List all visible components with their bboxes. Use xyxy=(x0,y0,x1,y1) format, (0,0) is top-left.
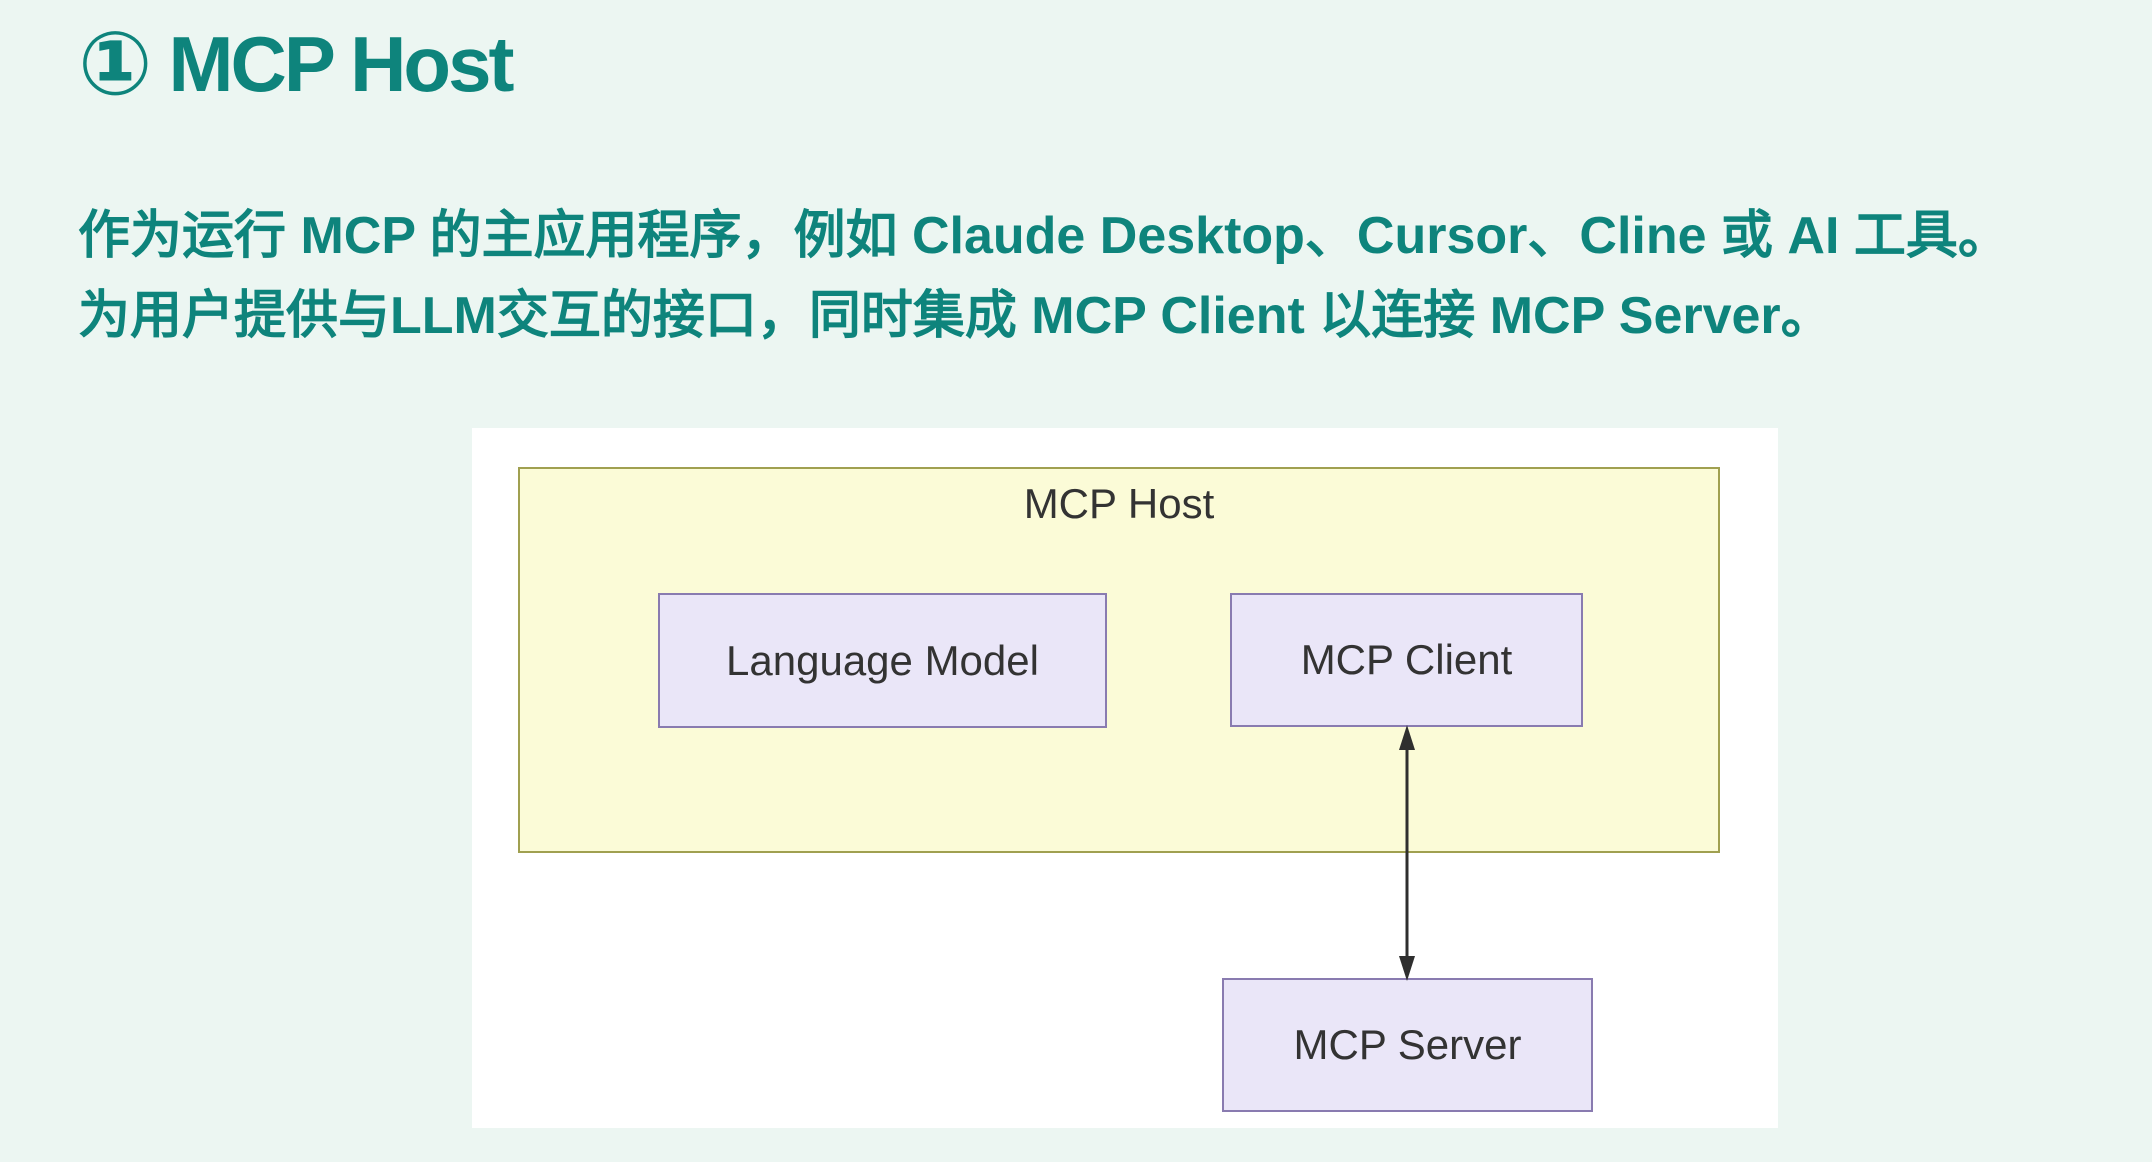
node-language-model: Language Model xyxy=(658,593,1107,728)
description-line-2: 为用户提供与LLM交互的接口，同时集成 MCP Client 以连接 MCP S… xyxy=(78,287,1833,345)
node-language-model-label: Language Model xyxy=(726,636,1039,684)
description-line-1: 作为运行 MCP 的主应用程序，例如 Claude Desktop、Cursor… xyxy=(78,207,2010,265)
node-mcp-client: MCP Client xyxy=(1230,593,1583,727)
page-title: ① MCP Host xyxy=(78,14,515,113)
mcp-host-container-label: MCP Host xyxy=(1023,480,1215,527)
node-mcp-server-label: MCP Server xyxy=(1293,1021,1522,1068)
arrowhead-down-icon xyxy=(1399,956,1415,981)
node-mcp-client-label: MCP Client xyxy=(1300,636,1513,683)
node-mcp-server: MCP Server xyxy=(1222,978,1593,1112)
circled-number-icon: ① xyxy=(78,14,153,113)
description-paragraph: 作为运行 MCP 的主应用程序，例如 Claude Desktop、Cursor… xyxy=(78,196,2098,356)
bidirectional-arrow xyxy=(1399,725,1415,981)
arrowhead-up-icon xyxy=(1399,725,1415,750)
diagram-panel: MCP Host Language Model MCP Client MCP S… xyxy=(472,428,1778,1128)
page-title-text: MCP Host xyxy=(168,20,515,108)
